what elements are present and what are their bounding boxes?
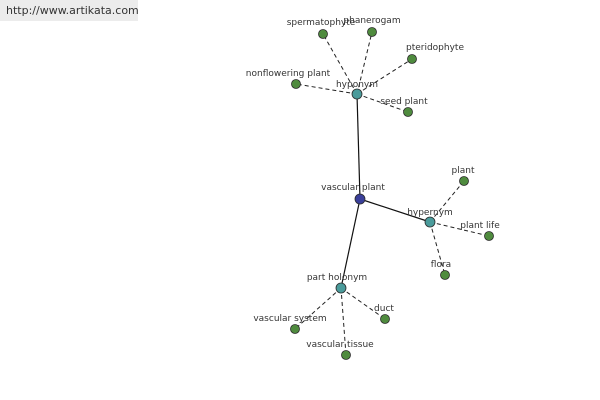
node-vascular-tissue[interactable] [341,350,351,360]
edge-center-hypernym [359,198,431,223]
label-plant-life[interactable]: plant life [460,221,500,231]
label-spermatophyte[interactable]: spermatophyte [287,18,356,28]
node-plant-life[interactable] [484,231,494,241]
node-pteridophyte[interactable] [407,54,417,64]
label-pteridophyte[interactable]: pteridophyte [406,43,464,53]
edge-part-holonym-duct [340,287,386,320]
node-vascular-plant[interactable] [354,193,366,205]
edge-hyponym-nonflowering-plant [295,83,358,95]
node-flora[interactable] [440,270,450,280]
edge-hypernym-flora [429,221,446,276]
edge-hypernym-plant [429,180,465,223]
graph-nodes [290,27,494,360]
label-hypernym[interactable]: hypernym [407,208,453,218]
node-phanerogam[interactable] [367,27,377,37]
label-phanerogam[interactable]: phanerogam [343,16,400,26]
edge-hyponym-spermatophyte [322,33,358,95]
node-duct[interactable] [380,314,390,324]
node-plant[interactable] [459,176,469,186]
node-vascular-system[interactable] [290,324,300,334]
node-nonflowering-plant[interactable] [291,79,301,89]
edge-hyponym-phanerogam [356,31,373,95]
edge-hyponym-pteridophyte [356,58,413,95]
edge-center-hyponym [356,93,361,200]
edge-hyponym-seed-plant [356,93,409,113]
label-nonflowering-plant[interactable]: nonflowering plant [246,69,331,79]
edge-part-holonym-vascular-system [294,287,342,330]
label-flora[interactable]: flora [431,260,451,270]
node-seed-plant[interactable] [403,107,413,117]
label-plant[interactable]: plant [452,166,475,176]
label-seed-plant[interactable]: seed plant [380,97,428,107]
label-part-holonym[interactable]: part holonym [307,273,367,283]
graph-edges [294,31,490,356]
site-url[interactable]: http://www.artikata.com [0,0,139,21]
node-hyponym[interactable] [351,88,363,100]
label-duct[interactable]: duct [374,304,394,314]
node-spermatophyte[interactable] [318,29,328,39]
label-hyponym[interactable]: hyponym [336,80,378,90]
edge-hypernym-plant-life [429,221,490,237]
label-vascular-tissue[interactable]: vascular tissue [306,340,374,350]
edge-center-part-holonym [340,198,361,289]
graph-labels: vascular plant hyponym hypernym part holony… [246,16,500,350]
label-vascular-plant[interactable]: vascular plant [321,183,385,193]
node-part-holonym[interactable] [335,282,347,294]
label-vascular-system[interactable]: vascular system [253,314,326,324]
node-hypernym[interactable] [424,216,436,228]
